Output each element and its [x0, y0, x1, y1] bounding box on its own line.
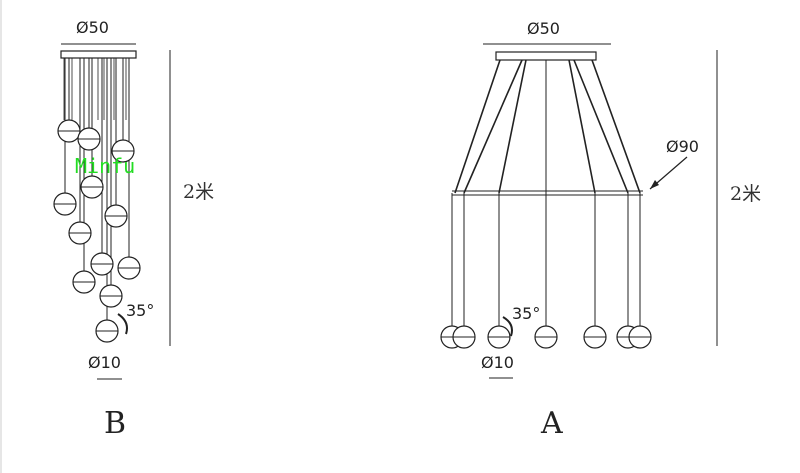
b-globe: [90, 252, 114, 276]
a-globe: [487, 325, 511, 349]
b-canopy: [60, 50, 137, 59]
b-globes: [53, 119, 141, 343]
b-canopy-diameter: Ø50: [76, 18, 109, 37]
diagram-a-label: A: [540, 406, 563, 441]
a-globe: [452, 325, 476, 349]
a-globe: [534, 325, 558, 349]
a-support-struts: [454, 59, 641, 194]
b-globe: [68, 221, 92, 245]
a-ring-arrow: [650, 180, 659, 189]
b-globe: [53, 192, 77, 216]
a-height: 2米: [730, 183, 761, 205]
a-strut: [568, 59, 596, 194]
a-canopy: [495, 51, 597, 61]
a-strut: [573, 59, 629, 194]
b-wires: [63, 58, 130, 320]
watermark: Minfu: [75, 154, 135, 178]
a-canopy-diameter: Ø50: [527, 19, 560, 38]
b-height: 2米: [183, 181, 214, 203]
b-globe: [111, 139, 135, 163]
a-globe: [583, 325, 607, 349]
diagram-b-label: B: [104, 406, 126, 441]
b-globe: [99, 284, 123, 308]
a-ring-diameter: Ø90: [666, 137, 699, 156]
a-globe-diameter: Ø10: [481, 353, 514, 372]
a-angle-arc: [502, 316, 513, 337]
b-globe: [117, 256, 141, 280]
b-angle-arc: [117, 313, 128, 335]
a-strut: [454, 59, 501, 194]
a-globe: [628, 325, 652, 349]
b-globe-diameter: Ø10: [88, 353, 121, 372]
b-globe: [77, 127, 101, 151]
b-globe: [95, 319, 119, 343]
a-strut: [463, 59, 523, 194]
b-globe: [72, 270, 96, 294]
a-wires: [451, 60, 641, 326]
a-globes: [440, 325, 652, 349]
diagram-a: Ø50 Ø90 2米 35° Ø10 A: [440, 19, 761, 441]
a-strut: [591, 59, 641, 194]
b-globe: [80, 175, 104, 199]
b-globe: [57, 119, 81, 143]
b-globe: [104, 204, 128, 228]
a-angle: 35°: [512, 304, 540, 323]
a-strut: [498, 59, 527, 194]
b-angle: 35°: [126, 301, 154, 320]
diagram-b: Ø50 2米 35° Ø10 B Minfu: [53, 18, 214, 441]
